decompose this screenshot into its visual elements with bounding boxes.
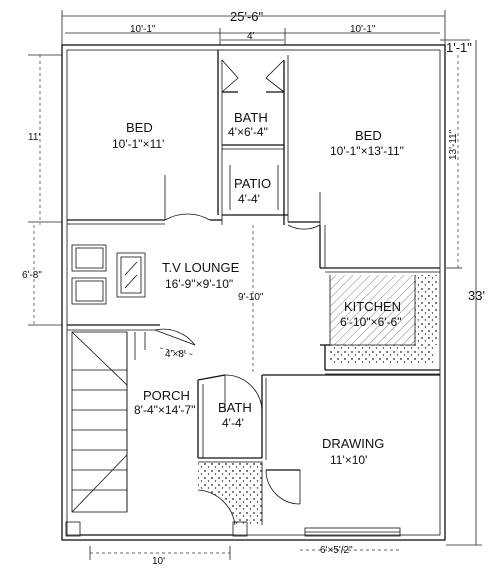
bottom-dimension-lines — [89, 546, 402, 560]
sofa-lower — [71, 277, 107, 305]
internal-dashed — [159, 225, 254, 375]
sofa-upper — [71, 244, 107, 272]
kitchen — [320, 275, 440, 375]
bath1-walls — [221, 55, 289, 225]
porch-dim: 8'-4"×14'-7" — [134, 403, 195, 417]
lounge-dim: 16'-9"×9'-10" — [165, 277, 233, 291]
lounge-depth-dim: 9'-10" — [238, 292, 264, 303]
top-left-dim: 10'-1" — [130, 24, 156, 35]
outer-walls — [61, 44, 446, 541]
left-upper-dim: 11' — [28, 132, 40, 143]
bed2-name: BED — [355, 128, 382, 143]
top-middle-dim: 4' — [247, 31, 255, 42]
bed1-name: BED — [126, 120, 153, 135]
porch-door — [154, 328, 196, 346]
right-dimension-lines — [446, 40, 482, 546]
front-details — [65, 521, 401, 537]
kitchen-name: KITCHEN — [344, 299, 401, 314]
porch-floor — [197, 461, 263, 526]
bath2-name: BATH — [218, 400, 252, 415]
right-bed-depth-dim: 13'-11" — [448, 129, 459, 160]
left-lower-dim: 6'-8" — [22, 270, 42, 281]
bed2-walls — [287, 192, 440, 273]
drawing-dim: 11'×10' — [330, 453, 367, 467]
lounge-name: T.V LOUNGE — [162, 260, 240, 275]
bath1-dim: 4'×6'-4" — [228, 125, 268, 139]
patio-walls — [222, 165, 288, 216]
bed2-dim: 10'-1"×13'-11" — [330, 144, 404, 158]
right-offset-dim: 1'-1" — [446, 40, 472, 55]
bath2-walls — [197, 374, 440, 460]
window-dim: 6'×5'/2" — [320, 545, 353, 556]
top-dimension-lines — [61, 10, 470, 45]
patio-name: PATIO — [234, 176, 271, 191]
patio-dim: 4'-4' — [238, 192, 260, 206]
total-depth-label: 33' — [468, 288, 485, 303]
staircase — [67, 324, 160, 513]
bed1-dim: 10'-1"×11' — [112, 137, 164, 151]
porch-name: PORCH — [143, 388, 190, 403]
small-door-dim: 4'×8' — [165, 349, 186, 360]
top-right-dim: 10'-1" — [350, 24, 376, 35]
drawing-name: DRAWING — [322, 436, 384, 451]
bath2-dim: 4'-4' — [222, 416, 244, 430]
bed1-walls — [67, 50, 223, 225]
drawing-door — [265, 469, 301, 505]
left-dimension-lines — [28, 54, 62, 326]
bath1-name: BATH — [234, 110, 268, 125]
total-width-label: 25'-6" — [230, 9, 264, 24]
kitchen-dim: 6'-10"×6'-6" — [340, 315, 401, 329]
porch-width-dim: 10' — [152, 556, 165, 567]
coffee-table — [116, 252, 146, 298]
